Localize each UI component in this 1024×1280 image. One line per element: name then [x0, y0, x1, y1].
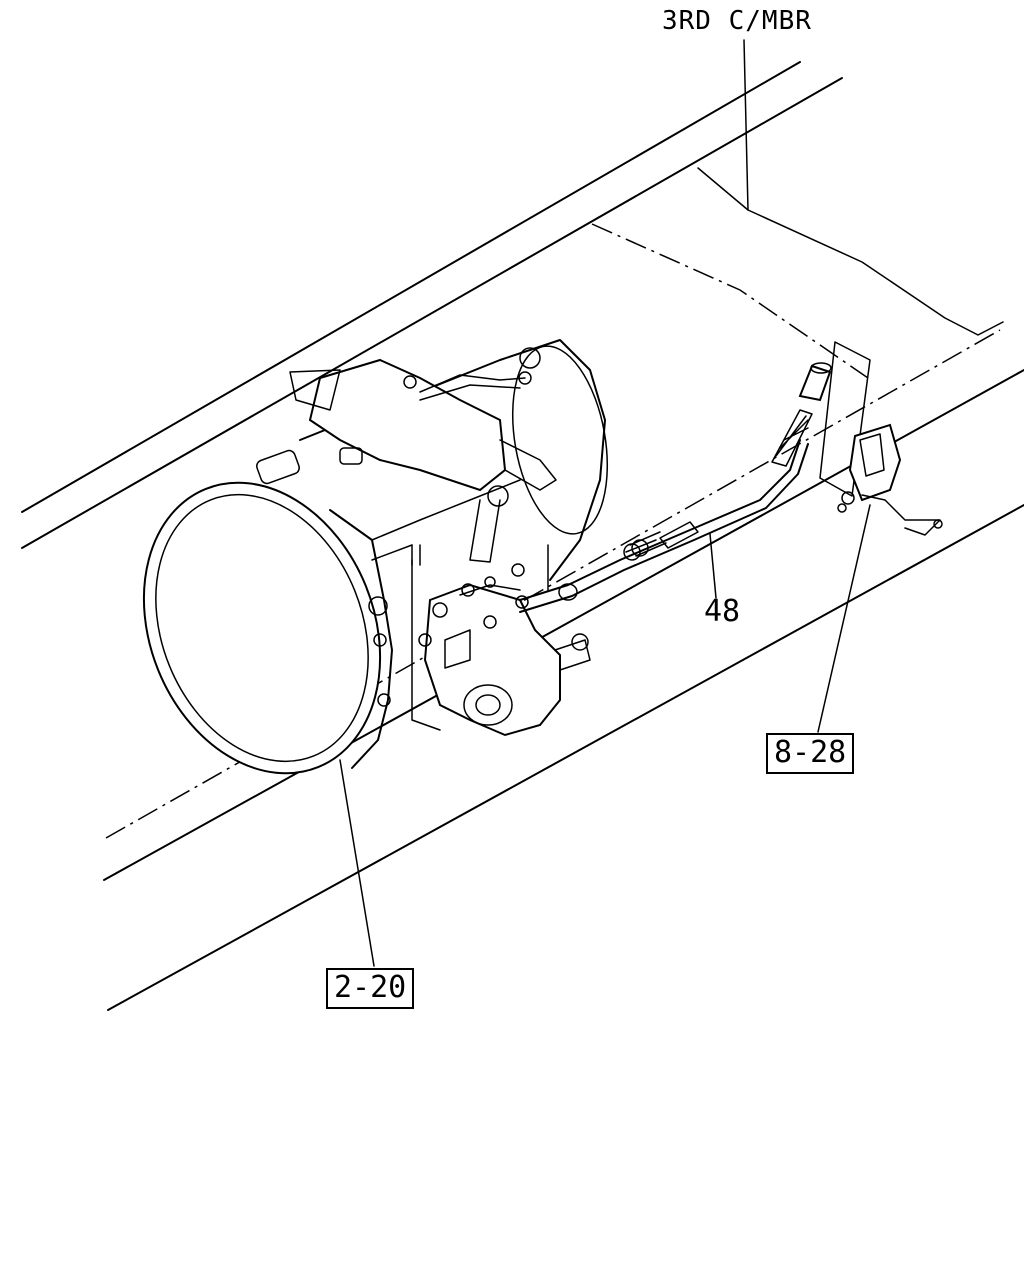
ref-box-8-28[interactable]: 8-28	[766, 733, 855, 774]
upper-frame-rail	[21, 61, 843, 549]
label-part-48: 48	[704, 594, 741, 629]
cable-48	[519, 362, 832, 613]
shift-tower	[256, 347, 557, 563]
leader-48	[709, 533, 717, 599]
leader-8-28	[817, 504, 871, 733]
label-3rd-crossmember: 3RD C/MBR	[662, 6, 812, 36]
leader-3rd-cmbr	[743, 39, 749, 211]
clutch-housing	[142, 481, 393, 775]
pto-unit	[418, 563, 591, 737]
leader-lines	[339, 39, 871, 967]
third-crossmember	[591, 167, 1004, 379]
ref-box-2-20[interactable]: 2-20	[326, 968, 415, 1009]
bracket-8-28	[819, 341, 943, 536]
leader-2-20	[339, 759, 375, 967]
